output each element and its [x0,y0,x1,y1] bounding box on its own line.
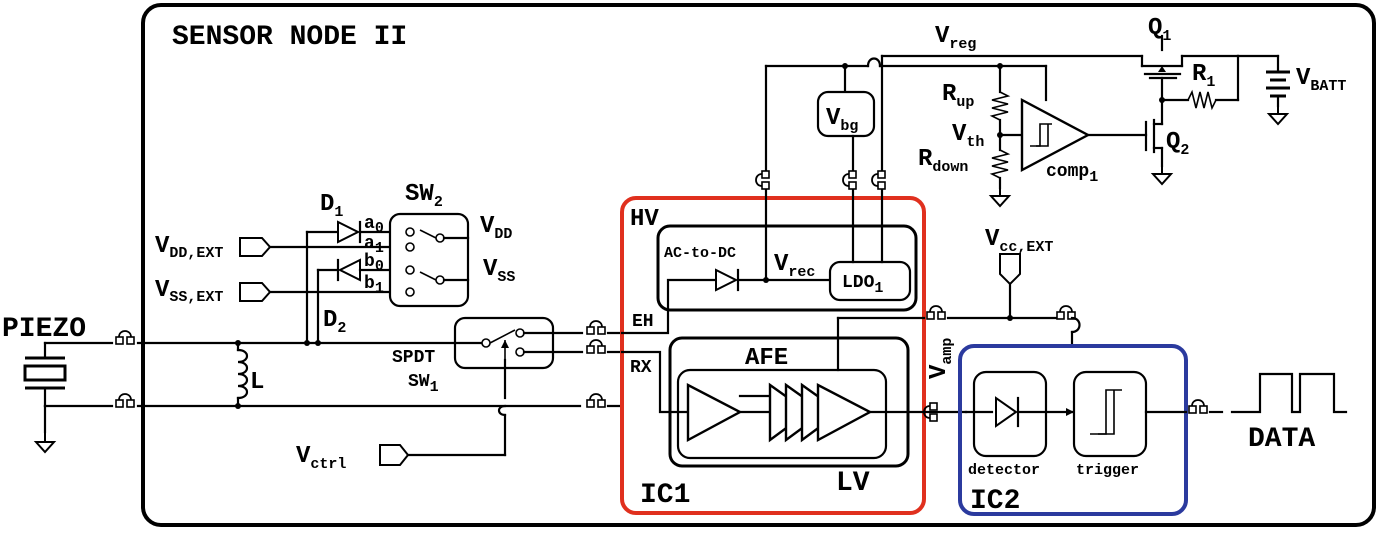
ic1-box [620,196,926,515]
ic1-pad-vbg [842,170,857,190]
vamp-label: Vamp [926,338,956,379]
ic2-pad-data [1188,399,1208,414]
transistor-q1 [1140,34,1240,102]
sw2-switch-box [388,212,470,308]
q2-label: Q2 [1166,129,1189,159]
piezo-pad-top [115,330,135,345]
trigger-box [1072,370,1148,458]
ldo1-box [828,260,912,302]
ic1-pad-vreg [871,170,886,190]
a0-label: a0 [364,214,384,237]
vctrl-label: Vctrl [296,443,346,473]
vbatt-label: VBATT [1296,65,1346,95]
ic1-pad-rx [586,339,606,354]
comparator-comp1 [1020,98,1091,172]
detector-label: detector [968,462,1040,479]
r1-label: R1 [1192,61,1215,91]
vss-ext-label: VSS,EXT [155,277,223,306]
afe-amp-chain [816,383,873,443]
trigger-label: trigger [1076,462,1139,479]
ic1-pad-gnd [586,393,606,408]
transistor-q2 [1144,98,1172,185]
ldo1-label: LDO1 [842,273,883,297]
ic2-label: IC2 [970,486,1020,517]
ic1-pad-out [926,305,946,320]
vss-ext-port [239,282,272,302]
a1-label: a1 [364,234,384,257]
vss-label: VSS [483,256,515,286]
vcc-ext-label: Vcc,EXT [985,226,1053,256]
rup-label: Rup [942,81,974,111]
b0-label: b0 [364,252,384,275]
vdd-ext-label: VDD,EXT [155,233,223,262]
ic1-pad-eh [586,320,606,335]
afe-label: AFE [745,345,788,372]
resistor-rdown [989,149,1011,179]
inductor-l [235,340,249,409]
sensor-node-outline [141,3,1376,527]
hv-block [656,224,918,312]
eh-label: EH [632,312,654,332]
sensor-node-title: SENSOR NODE II [172,22,407,53]
vth-label: Vth [952,121,984,151]
ic1-pad-vrec [755,170,770,190]
inductor-label: L [250,369,264,396]
sw2-label: SW2 [405,181,443,211]
ac-dc-label: AC-to-DC [664,245,736,262]
sw1-label: SW1 [408,372,439,396]
vbg-label: Vbg [826,105,858,135]
d2-label: D2 [323,307,346,337]
vrec-label: Vrec [774,251,815,281]
rectifier-diode [715,268,739,292]
spdt-label: SPDT [392,348,435,368]
data-label: DATA [1248,424,1315,455]
lv-label: LV [836,468,870,499]
battery-vbatt [1236,54,1290,125]
piezo-pad-bottom [115,393,135,408]
lv-afe-block [668,336,910,468]
q1-label: Q1 [1148,15,1171,45]
rx-label: RX [630,358,652,378]
vreg-label: Vreg [935,23,976,53]
resistor-rup [989,91,1011,121]
vcc-ext-port [999,253,1021,286]
ic1-label: IC1 [640,480,690,511]
data-waveform [1230,372,1348,414]
d1-label: D1 [320,191,343,221]
rdown-label: Rdown [918,146,968,176]
piezo-element [23,341,67,453]
vdd-label: VDD [480,213,512,243]
vbg-box [816,90,876,138]
vctrl-port [379,444,410,466]
vdd-ext-port [239,237,272,257]
resistor-r1 [1187,89,1217,111]
piezo-label: PIEZO [2,314,86,345]
comp1-label: comp1 [1046,162,1098,186]
b1-label: b1 [364,274,384,297]
ic2-box [958,344,1188,516]
afe-amp-1 [686,383,743,443]
hv-label: HV [630,206,659,233]
